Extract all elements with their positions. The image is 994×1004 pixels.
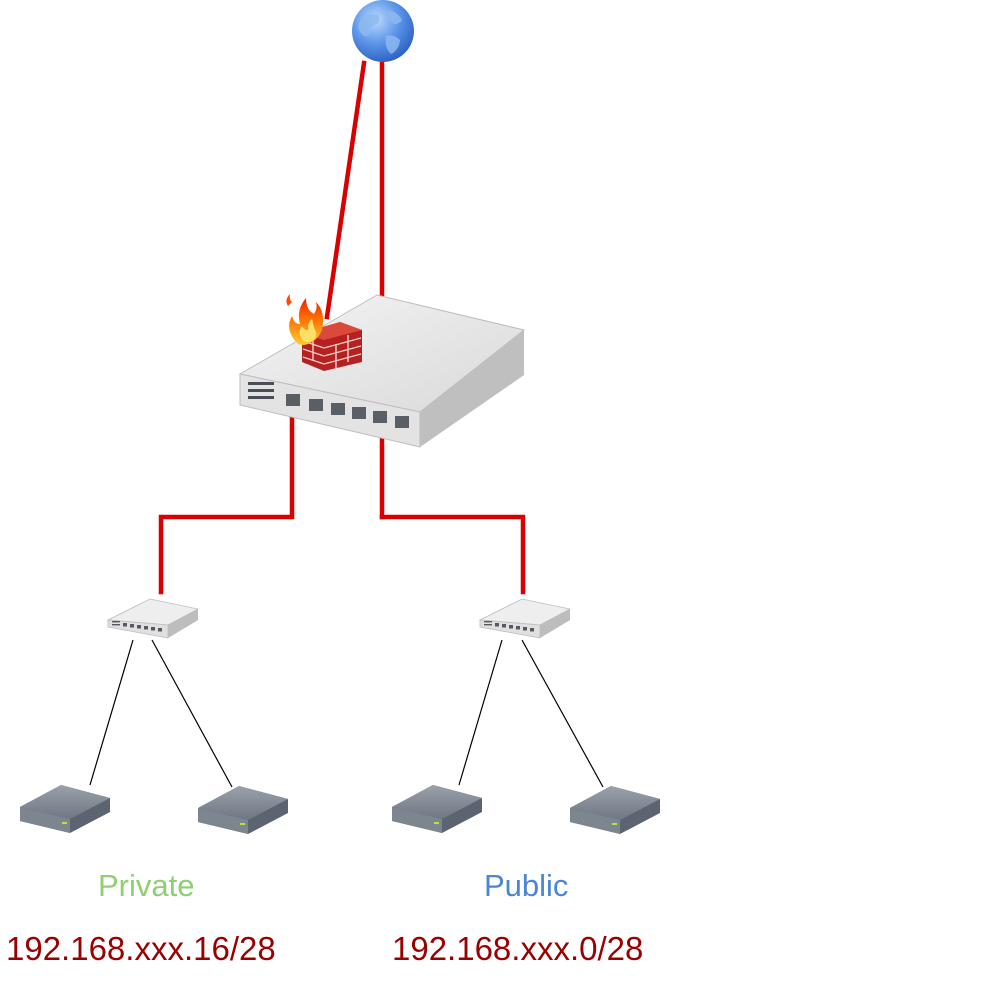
uplink-lines xyxy=(158,60,526,595)
router-to-public-switch-link xyxy=(379,514,526,595)
public-server-2 xyxy=(570,786,660,834)
public-switch xyxy=(478,598,572,639)
server-icon xyxy=(20,785,110,833)
flame-icon xyxy=(286,294,324,345)
public-server-1 xyxy=(392,785,482,833)
router-icon xyxy=(238,294,526,448)
access-lines xyxy=(89,639,604,788)
router-ports xyxy=(286,394,409,428)
switch-icon xyxy=(478,598,572,639)
private-network-label: Private xyxy=(98,868,195,903)
private-server-1 xyxy=(20,785,110,833)
public-network-label: Public xyxy=(484,868,569,903)
private-subnet-cidr: 192.168.xxx.16/28 xyxy=(6,930,276,967)
server-icon xyxy=(392,785,482,833)
router-to-private-switch-link xyxy=(158,402,295,595)
private-server-2 xyxy=(198,786,288,834)
private-switch-to-server-2-link xyxy=(151,639,233,788)
switch-icon xyxy=(106,598,200,639)
firewall-icon xyxy=(286,294,362,371)
internet-to-firewall-link xyxy=(324,60,367,320)
server-icon xyxy=(570,786,660,834)
public-subnet-cidr: 192.168.xxx.0/28 xyxy=(392,930,644,967)
public-switch-to-server-1-link xyxy=(458,639,503,786)
private-switch xyxy=(106,598,200,639)
globe-icon xyxy=(352,0,414,62)
server-icon xyxy=(198,786,288,834)
router-vent xyxy=(248,382,274,399)
private-switch-to-server-1-link xyxy=(89,639,134,786)
public-switch-to-server-2-link xyxy=(521,639,604,788)
